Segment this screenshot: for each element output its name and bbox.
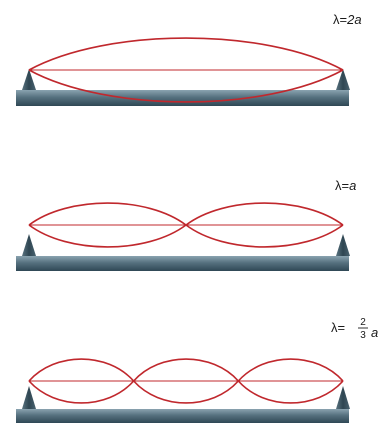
wave-upper-arc (28, 37, 344, 71)
mode-2: λ=a (16, 178, 356, 271)
mode-1-label: λ=2a (333, 12, 362, 27)
left-support (22, 386, 36, 409)
string-wave (28, 37, 344, 103)
wave-lower-arc (133, 380, 239, 404)
fraction-variable: a (371, 325, 378, 340)
wave-lower-arc (28, 69, 344, 103)
wave-upper-arc (237, 358, 344, 382)
wave-upper-arc (28, 358, 135, 382)
base-plate (16, 256, 349, 271)
fraction-denominator: 3 (360, 330, 366, 341)
mode-1: λ=2a (16, 12, 362, 106)
right-support (336, 69, 350, 90)
wave-upper-arc (28, 202, 187, 226)
base-plate (16, 409, 349, 423)
string-wave (28, 202, 344, 248)
left-support (22, 69, 36, 90)
wave-lower-arc (28, 380, 135, 404)
mode-3: λ= 2 3 a (16, 317, 378, 423)
wave-lower-arc (185, 224, 344, 248)
string-wave (28, 358, 344, 404)
mode-3-label: λ= (331, 320, 345, 335)
fraction-numerator: 2 (360, 317, 366, 328)
wave-upper-arc (185, 202, 344, 226)
mode-2-label: λ=a (335, 178, 356, 193)
right-support (336, 234, 350, 256)
base-plate (16, 90, 349, 106)
right-support (336, 386, 350, 409)
wave-lower-arc (237, 380, 344, 404)
left-support (22, 234, 36, 256)
wave-upper-arc (133, 358, 239, 382)
wave-lower-arc (28, 224, 187, 248)
